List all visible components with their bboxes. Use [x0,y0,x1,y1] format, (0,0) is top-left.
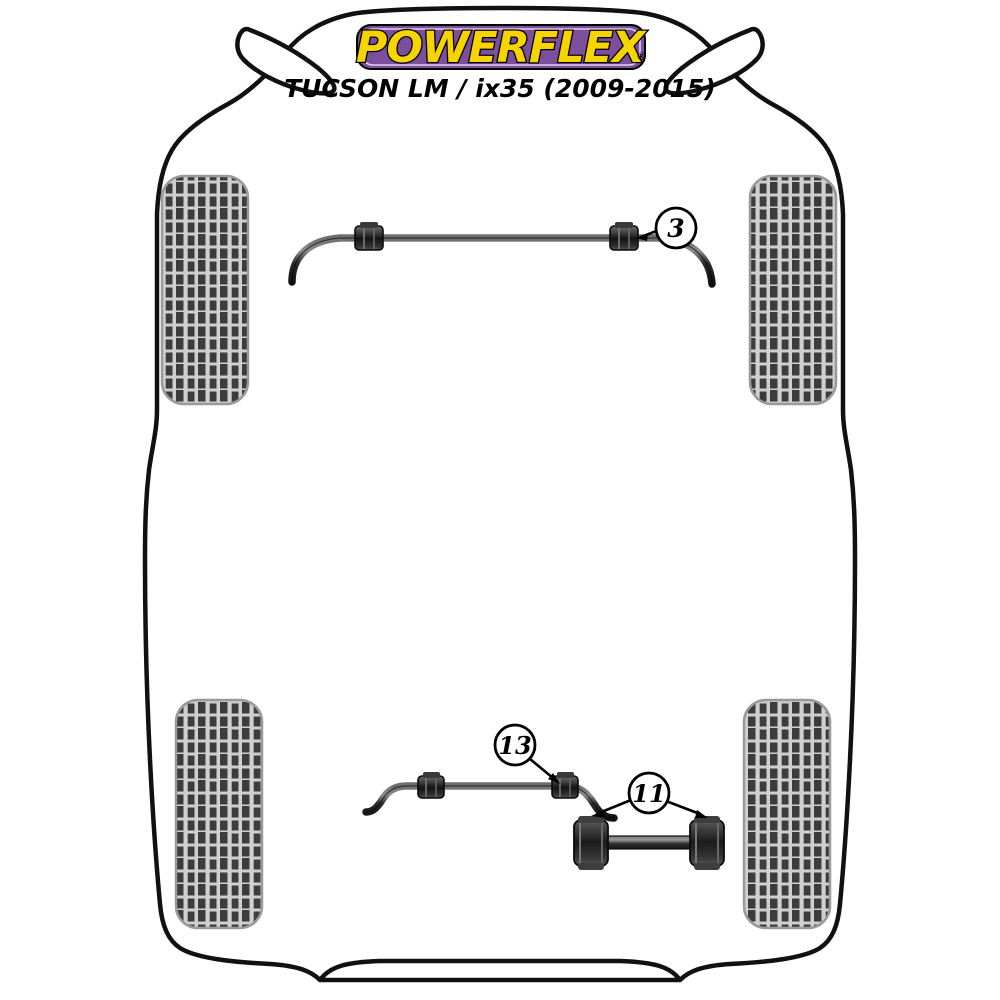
front-arb-bush-right [609,222,639,251]
rear-arb-tube-outline [365,785,615,819]
rear-bumper-line [318,958,682,982]
control-arm-bush-left [573,816,609,870]
callout-3-circle [654,206,698,250]
logo-plate [356,24,646,70]
wing-mirror-left [235,26,337,96]
vehicle-body-outline [142,5,858,983]
callout-11-arrowhead-right [695,810,708,818]
callout-13[interactable]: 13 [493,723,560,784]
rear-track-control-arm [573,816,725,870]
control-arm-bush-right [689,816,725,870]
callout-11-leader-right [665,799,701,816]
logo-plate-inner-edge [361,28,641,66]
wheels-group [160,174,838,930]
rear-right-wheel [742,698,832,930]
callout-11-leader-left [598,798,632,815]
front-left-wheel [160,174,250,406]
callout-11-circle [627,771,671,815]
rear-left-wheel [174,698,264,930]
callout-13-leader [529,757,554,780]
rear-anti-roll-bar [362,772,618,822]
control-arm-tube [592,836,702,849]
callout-11-arrowhead-left [591,810,605,818]
body-shell [142,5,858,983]
callout-13-arrowhead [548,773,560,784]
logo-wordmark: POWERFLEX [356,23,647,73]
rear-arb-bush-right [551,772,579,799]
front-arb-bush-left [354,222,384,251]
front-right-wheel [748,174,838,406]
wing-mirror-right [663,26,765,96]
page-title: TUCSON LM / ix35 (2009-2015) [284,74,716,103]
powerflex-logo: POWERFLEX ® [355,22,650,75]
rear-arb-bush-left [417,772,445,799]
callout-13-number: 13 [498,731,531,760]
callout-11[interactable]: 11 [591,771,708,818]
callout-3[interactable]: 3 [636,206,698,250]
registered-trademark-icon: ® [636,50,647,63]
callout-3-arrowhead [636,233,648,241]
callout-11-number: 11 [632,779,665,808]
callout-13-circle [493,723,537,767]
callout-3-number: 3 [667,214,684,243]
